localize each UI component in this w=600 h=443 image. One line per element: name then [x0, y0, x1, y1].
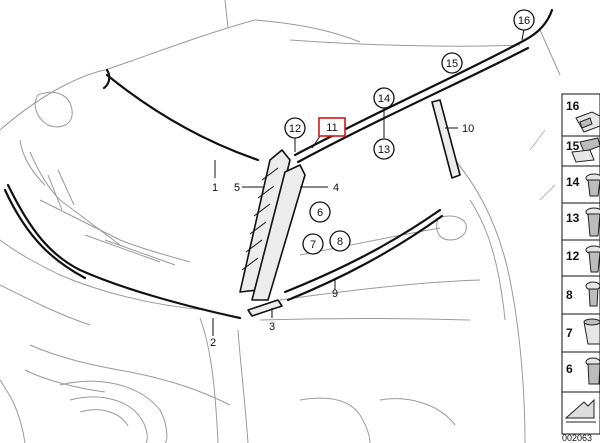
svg-text:12: 12	[289, 123, 301, 135]
callout-12[interactable]: 12	[284, 117, 306, 139]
callout-7[interactable]: 7	[302, 233, 324, 255]
svg-text:14: 14	[566, 175, 580, 189]
legend-row-16[interactable]: 16	[566, 99, 600, 133]
bracket-clip-icon	[571, 137, 600, 163]
svg-text:7: 7	[310, 239, 316, 251]
callout-9[interactable]: 9	[332, 288, 338, 300]
svg-text:6: 6	[566, 362, 573, 376]
callouts: 16 15 14 13 12 11 10 1 5 4 6 7 8 9 3 2	[210, 9, 535, 349]
roof-moulding-inner	[296, 46, 530, 164]
svg-text:3: 3	[269, 321, 275, 333]
legend-row-15[interactable]: 15	[566, 137, 600, 163]
callout-4[interactable]: 4	[333, 182, 339, 194]
svg-text:10: 10	[462, 123, 474, 135]
windscreen-lower-seal-outer	[3, 188, 87, 280]
svg-text:16: 16	[566, 99, 580, 113]
legend-row-6[interactable]: 6	[566, 357, 600, 385]
car-body-outline	[0, 0, 561, 443]
legend-row-13[interactable]: 13	[566, 207, 600, 237]
svg-text:15: 15	[566, 139, 580, 153]
callout-1[interactable]: 1	[212, 182, 218, 194]
svg-text:13: 13	[566, 211, 580, 225]
svg-text:9: 9	[332, 288, 338, 300]
legend-row-8[interactable]: 8	[566, 281, 600, 307]
door-sill-moulding	[283, 208, 442, 294]
svg-text:11: 11	[326, 122, 337, 134]
svg-text:13: 13	[378, 144, 390, 156]
trim-parts	[3, 8, 554, 320]
callout-15[interactable]: 15	[441, 52, 463, 74]
a-pillar-cover	[251, 164, 306, 301]
svg-text:8: 8	[337, 236, 343, 248]
callout-5[interactable]: 5	[234, 182, 240, 194]
trim-clip-icon	[575, 111, 600, 133]
svg-text:5: 5	[234, 182, 240, 194]
a-pillar-end-cap	[247, 299, 283, 317]
callout-6[interactable]: 6	[309, 201, 331, 223]
legend-row-12[interactable]: 12	[566, 245, 600, 273]
windscreen-seal-corner	[102, 68, 111, 90]
callout-11[interactable]: 11	[318, 117, 346, 137]
reference-number: 002063	[562, 433, 592, 443]
callout-16[interactable]: 16	[513, 9, 535, 31]
legend-row-14[interactable]: 14	[566, 173, 600, 197]
cup-clip-icon	[583, 318, 600, 345]
svg-text:7: 7	[566, 326, 573, 340]
svg-text:16: 16	[518, 15, 530, 27]
expanding-clip-icon	[585, 173, 600, 197]
spreading-rivet-icon	[585, 245, 600, 273]
callout-leader-lines	[212, 28, 525, 336]
callout-10[interactable]: 10	[462, 123, 474, 135]
callout-13[interactable]: 13	[373, 138, 395, 160]
svg-text:12: 12	[566, 249, 580, 263]
svg-text:2: 2	[210, 337, 216, 349]
legend-footer-icon	[564, 398, 596, 423]
callout-8[interactable]: 8	[329, 230, 351, 252]
grommet-clip-icon	[585, 357, 600, 385]
rear-pillar-trim	[431, 99, 461, 179]
svg-text:1: 1	[212, 182, 218, 194]
callout-2[interactable]: 2	[210, 337, 216, 349]
svg-text:8: 8	[566, 288, 573, 302]
roof-moulding	[293, 8, 554, 157]
legend-row-7[interactable]: 7	[566, 318, 600, 345]
svg-text:14: 14	[378, 93, 390, 105]
windscreen-upper-seal	[105, 73, 260, 162]
door-sill-moulding-lower	[286, 214, 444, 302]
windscreen-lower-seal	[6, 183, 242, 320]
push-clip-icon	[585, 281, 600, 307]
parts-legend: 16 15 14 13	[561, 93, 600, 443]
callout-3[interactable]: 3	[269, 321, 275, 333]
svg-text:6: 6	[317, 207, 323, 219]
svg-text:4: 4	[333, 182, 339, 194]
callout-14[interactable]: 14	[373, 87, 395, 109]
rivet-clip-icon	[585, 207, 600, 237]
svg-text:15: 15	[446, 58, 458, 70]
